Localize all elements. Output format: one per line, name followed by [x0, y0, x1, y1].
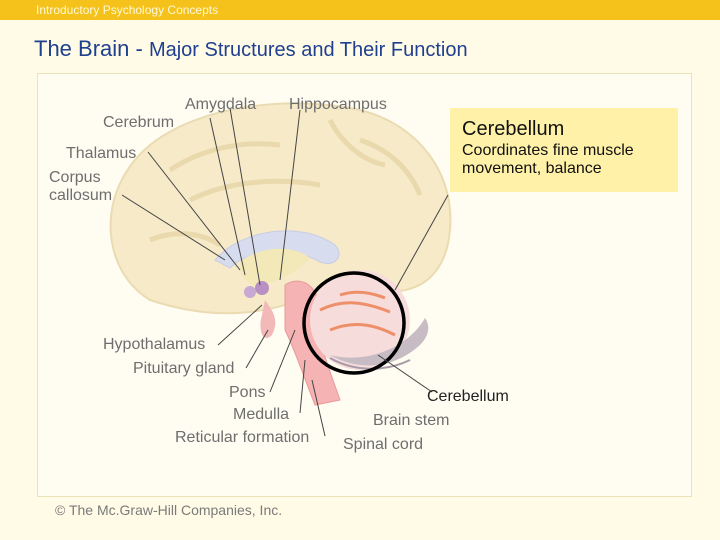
label-callosum: callosum: [49, 187, 113, 204]
label-corpus: Corpus: [49, 169, 101, 186]
label-cerebellum: Cerebellum: [427, 388, 509, 405]
label-brain-stem: Brain stem: [373, 412, 450, 429]
label-pituitary-gland: Pituitary gland: [133, 360, 235, 377]
slide-title-main: The Brain -: [34, 36, 149, 61]
label-hypothalamus: Hypothalamus: [103, 336, 206, 353]
cerebellum-callout: Cerebellum Coordinates fine muscle movem…: [450, 108, 678, 192]
label-spinal-cord: Spinal cord: [343, 436, 424, 453]
label-hippocampus: Hippocampus: [289, 96, 387, 113]
callout-text: Coordinates fine muscle movement, balanc…: [462, 142, 634, 177]
label-pons: Pons: [229, 384, 266, 401]
top-bar: Introductory Psychology Concepts: [0, 0, 720, 20]
cerebellum-shape: [310, 270, 410, 370]
label-amygdala: Amygdala: [185, 96, 257, 113]
cerebellum-highlight-circle: [302, 271, 406, 375]
slide-title: The Brain - Major Structures and Their F…: [34, 36, 468, 62]
label-medulla: Medulla: [233, 406, 290, 423]
callout-title: Cerebellum: [462, 118, 565, 140]
label-cerebrum: Cerebrum: [103, 114, 175, 131]
label-thalamus: Thalamus: [66, 145, 137, 162]
course-title: Introductory Psychology Concepts: [36, 3, 219, 17]
copyright-credit: © The Mc.Graw-Hill Companies, Inc.: [55, 502, 283, 518]
slide-title-rest: Major Structures and Their Function: [148, 39, 468, 61]
label-reticular-formation: Reticular formation: [175, 429, 310, 446]
